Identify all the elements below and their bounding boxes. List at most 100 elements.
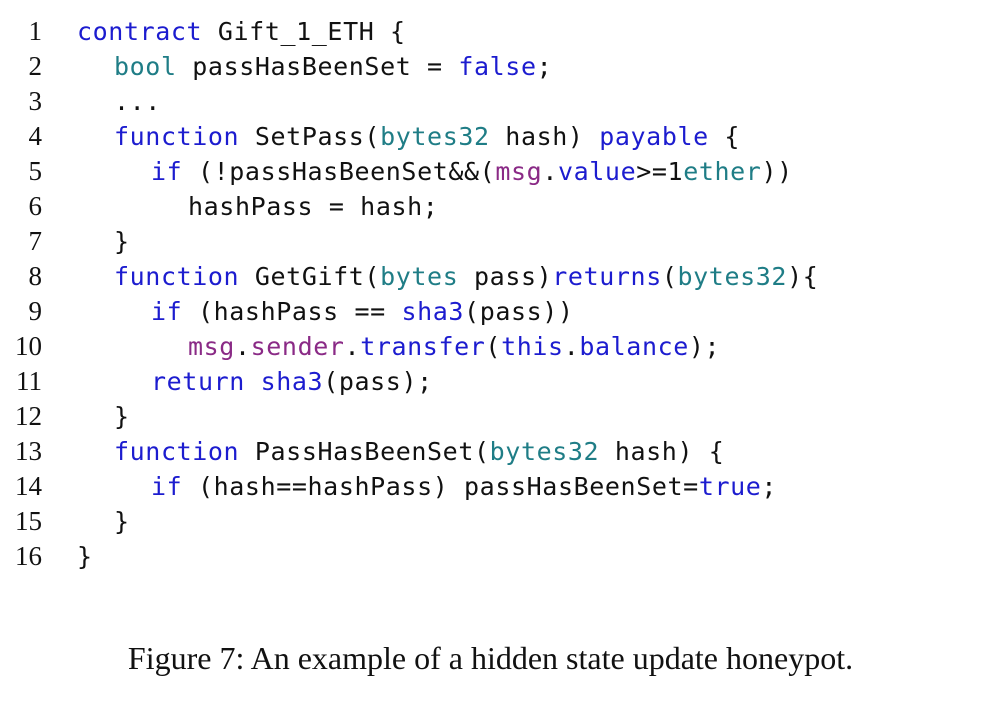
line-number: 10	[15, 331, 42, 361]
code-token: >=1	[636, 157, 684, 186]
code-line: 12}	[0, 399, 981, 434]
code-token: if	[151, 472, 183, 501]
code-token: payable	[599, 122, 709, 151]
code-token: }	[114, 507, 130, 536]
code-line: 3...	[0, 84, 981, 119]
code-token: (	[485, 332, 502, 361]
code-token: ;	[761, 472, 778, 501]
code-token: ;	[536, 52, 553, 81]
code-token: hash) {	[599, 437, 725, 466]
line-number: 7	[28, 226, 43, 256]
code-token: contract	[77, 17, 203, 46]
code-line: 7}	[0, 224, 981, 259]
code-token: sender	[250, 332, 345, 361]
code-token: if	[151, 297, 183, 326]
code-text: function PassHasBeenSet(bytes32 hash) {	[114, 434, 724, 469]
code-token: bytes32	[380, 122, 490, 151]
line-number: 1	[28, 16, 43, 46]
line-number: 12	[15, 401, 42, 431]
code-token: (	[661, 262, 678, 291]
code-token: function	[114, 122, 240, 151]
code-text: ...	[114, 84, 161, 119]
code-text: function GetGift(bytes pass)returns(byte…	[114, 259, 818, 294]
line-number: 13	[15, 436, 42, 466]
code-text: }	[114, 224, 130, 259]
line-number: 14	[15, 471, 42, 501]
code-line: 14 if (hash==hashPass) passHasBeenSet=tru…	[0, 469, 981, 504]
code-text: hashPass = hash;	[188, 189, 438, 224]
line-number: 8	[28, 261, 43, 291]
line-number: 16	[15, 541, 42, 571]
code-token: (hash==hashPass) passHasBeenSet=	[182, 472, 699, 501]
code-token: bool	[114, 52, 177, 81]
code-token: {	[708, 122, 741, 151]
code-text: bool passHasBeenSet = false;	[114, 49, 552, 84]
figure-caption: Figure 7: An example of a hidden state u…	[127, 640, 854, 676]
code-token: transfer	[360, 332, 486, 361]
code-token: Gift_1_ETH {	[202, 17, 406, 46]
code-token: bytes32	[489, 437, 600, 466]
code-token: return	[151, 367, 245, 396]
code-line: 13 function PassHasBeenSet(bytes32 hash) …	[0, 434, 981, 469]
code-line: 2 bool passHasBeenSet = false;	[0, 49, 981, 84]
code-token: value	[557, 157, 637, 186]
code-token: .	[542, 157, 558, 186]
code-token: true	[698, 472, 762, 501]
code-line: 1 contract Gift_1_ETH {	[0, 14, 981, 49]
line-number: 5	[28, 156, 43, 186]
line-number: 6	[28, 191, 43, 221]
code-token: GetGift(	[239, 262, 381, 291]
code-token: this	[501, 332, 564, 361]
code-line: 10 msg.sender.transfer(this.balance);	[0, 329, 981, 364]
code-text: function SetPass(bytes32 hash) payable {	[114, 119, 740, 154]
code-token: hash)	[489, 122, 600, 151]
code-token: if	[151, 157, 183, 186]
code-listing: 1 contract Gift_1_ETH { 2 bool passHasBeenS…	[0, 14, 981, 574]
code-token: }	[114, 402, 130, 431]
code-token: (pass);	[323, 367, 433, 396]
code-text: }	[114, 399, 130, 434]
line-number: 9	[28, 296, 43, 326]
code-token: function	[114, 437, 240, 466]
code-token: msg	[495, 157, 543, 186]
code-token: PassHasBeenSet(	[239, 437, 490, 466]
code-token: ether	[683, 157, 762, 186]
code-token: ...	[114, 87, 161, 116]
code-token: sha3	[401, 297, 465, 326]
code-token: }	[114, 227, 130, 256]
code-token: function	[114, 262, 240, 291]
code-line: 4 function SetPass(bytes32 hash) payable …	[0, 119, 981, 154]
code-token: ))	[761, 157, 793, 186]
line-number: 2	[28, 51, 43, 81]
code-token: returns	[552, 262, 662, 291]
code-token: bytes	[380, 262, 459, 291]
line-number: 4	[28, 121, 43, 151]
code-token: (hashPass ==	[182, 297, 402, 326]
line-number: 15	[15, 506, 42, 536]
code-text: msg.sender.transfer(this.balance);	[188, 329, 720, 364]
code-token: balance	[579, 332, 689, 361]
code-text: if (hashPass == sha3(pass))	[151, 294, 574, 329]
code-line: 15}	[0, 504, 981, 539]
code-line: 6 hashPass = hash;	[0, 189, 981, 224]
code-token: );	[688, 332, 721, 361]
code-token: }	[77, 542, 93, 571]
code-token: (pass))	[464, 297, 574, 326]
code-token: .	[563, 332, 580, 361]
code-line: 16}	[0, 539, 981, 574]
code-text: if (hash==hashPass) passHasBeenSet=true;	[151, 469, 777, 504]
code-line: 9 if (hashPass == sha3(pass))	[0, 294, 981, 329]
code-token: SetPass(	[239, 122, 381, 151]
code-token: .	[234, 332, 251, 361]
code-token: passHasBeenSet =	[176, 52, 459, 81]
code-token	[245, 367, 261, 396]
code-text: return sha3(pass);	[151, 364, 433, 399]
code-token: .	[344, 332, 361, 361]
code-text: }	[114, 504, 130, 539]
code-token: bytes32	[677, 262, 788, 291]
code-token: ){	[787, 262, 819, 291]
line-number: 3	[28, 86, 43, 116]
